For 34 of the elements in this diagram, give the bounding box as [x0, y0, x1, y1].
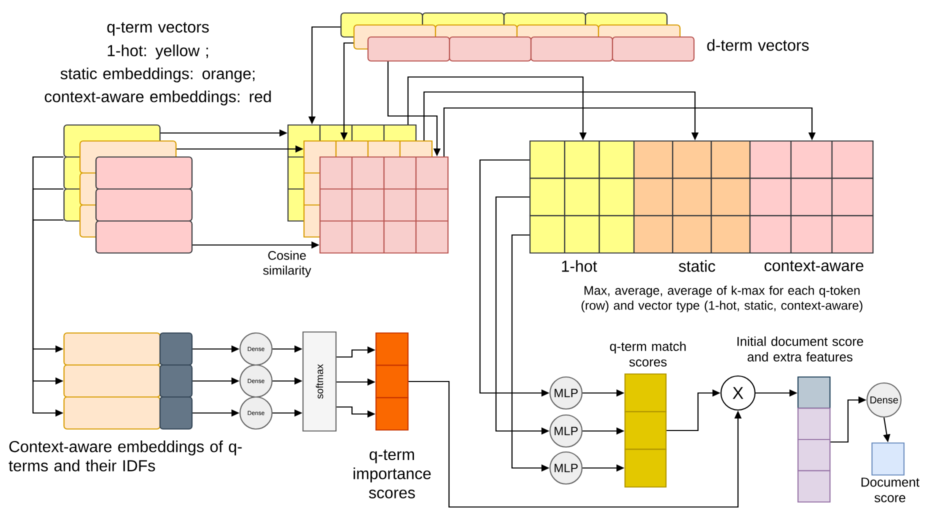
vector-row [367, 36, 695, 62]
node-caption: q-term match scores [610, 341, 686, 367]
label-text: Max, average, average of k-max for each q-token (row) and vector type (1-hot, static, context-aware) [582, 286, 862, 312]
vector-stack [95, 156, 193, 254]
node-caption: static [678, 260, 716, 272]
score-vector [624, 373, 667, 488]
arrow [443, 107, 816, 156]
label-text: static embeddings: orange; [60, 68, 254, 82]
node-caption: context-aware [764, 260, 864, 272]
similarity-grid [319, 156, 449, 254]
arrow [423, 91, 699, 140]
score-vector [375, 332, 409, 431]
label-text: Context-aware embeddings of q-terms and their IDFs [8, 440, 242, 472]
embedding-box [63, 364, 161, 398]
node-caption: Document score [862, 478, 920, 502]
label-text: 1-hot: yellow ; [108, 44, 208, 60]
idf-box [159, 332, 193, 366]
embedding-box [63, 332, 161, 366]
label-text: context-aware embeddings: red [44, 90, 271, 106]
label-text: d-term vectors [707, 39, 809, 51]
node-caption: Initial document score and extra features [738, 336, 864, 362]
node-caption: q-term importance scores [354, 450, 431, 498]
feature-grid [749, 140, 874, 254]
embedding-box [63, 396, 161, 430]
feature-grid [633, 140, 751, 254]
output-box [871, 442, 905, 476]
softmax-box: softmax [302, 331, 337, 432]
node-caption: 1-hot [562, 260, 598, 272]
feature-vector [797, 376, 831, 503]
node-caption: Cosine similarity [263, 250, 312, 278]
feature-grid [529, 140, 635, 254]
label-text: q-term vectors [107, 22, 209, 36]
idf-box [159, 396, 193, 430]
idf-box [159, 364, 193, 398]
